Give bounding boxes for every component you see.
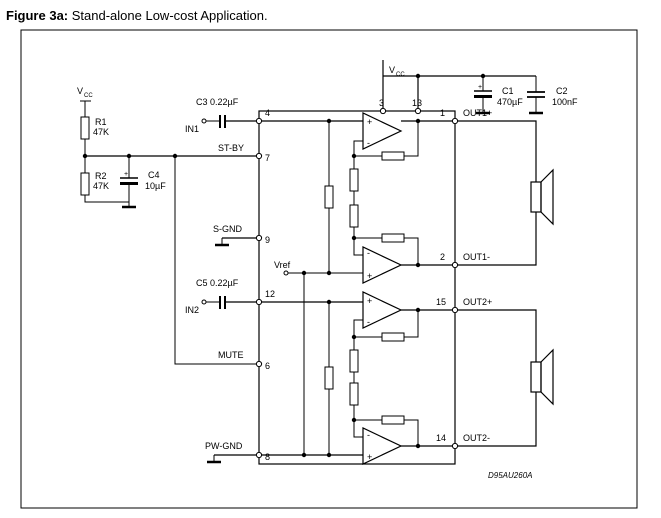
pin-1-number: 1: [440, 108, 445, 118]
out1-minus-wire: [458, 212, 537, 266]
pin-12: [255, 298, 263, 306]
in1-terminal: [201, 118, 207, 124]
speaker-2-icon: [530, 348, 554, 406]
vcc-top-sub: CC: [396, 72, 405, 78]
r2-name: R2: [95, 171, 107, 181]
pin-13-number: 13: [412, 98, 422, 108]
drawing-reference: D95AU260A: [488, 471, 532, 480]
c3-label: C3 0.22µF: [196, 97, 239, 107]
junction-r1-r2: [82, 153, 88, 159]
c1-capacitor: +: [474, 76, 492, 115]
speaker-1-icon: [530, 168, 554, 226]
pin-14: [451, 442, 459, 450]
amp2-triangle: [362, 246, 403, 284]
r1-name: R1: [95, 117, 107, 127]
pin-15-number: 15: [436, 297, 446, 307]
amp1-triangle: [362, 112, 403, 150]
amp4-minus: -: [367, 430, 370, 440]
out2-minus-wire: [458, 392, 537, 447]
out2-plus-wire: [458, 309, 537, 362]
r1-resistor: [80, 116, 90, 140]
c1-name: C1: [502, 86, 514, 96]
figure-caption: Figure 3a: Stand-alone Low-cost Applicat…: [6, 8, 268, 23]
c2-capacitor: [527, 76, 545, 115]
vref-terminal: [283, 270, 289, 276]
in2-terminal: [201, 299, 207, 305]
pin-7-number: 7: [265, 153, 270, 163]
amp3-triangle: [362, 291, 403, 329]
vref-label: Vref: [274, 260, 291, 270]
pin-13: [414, 107, 422, 115]
pin-2: [451, 261, 459, 269]
pin-12-number: 12: [265, 289, 275, 299]
svg-text:+: +: [478, 84, 482, 91]
pin-9-number: 9: [265, 235, 270, 245]
pin-15: [451, 306, 459, 314]
c5-label: C5 0.22µF: [196, 278, 239, 288]
c4-value: 10µF: [145, 181, 166, 191]
left-pins: [255, 117, 263, 459]
out1-plus-wire: [458, 120, 537, 182]
pin-7: [255, 152, 263, 160]
pin-3-number: 3: [379, 98, 384, 108]
amp1-minus: -: [367, 138, 370, 148]
pin-6-number: 6: [265, 361, 270, 371]
mute-wire: [174, 156, 259, 365]
c4-capacitor: +: [120, 156, 138, 209]
figure-label: Figure 3a:: [6, 8, 69, 23]
out2-plus-label: OUT2+: [463, 297, 492, 307]
pin-8: [255, 451, 263, 459]
amp3-plus: +: [367, 296, 372, 306]
figure-title: Stand-alone Low-cost Application.: [71, 8, 268, 23]
out1-plus-label: OUT1+: [463, 108, 492, 118]
ic-body: [258, 110, 456, 465]
r1-value: 47K: [93, 127, 109, 137]
c4-name: C4: [148, 170, 160, 180]
s-gnd-label: S-GND: [213, 224, 243, 234]
c2-name: C2: [556, 86, 568, 96]
vcc-left-supply: V CC: [77, 86, 93, 117]
amp4-plus: +: [367, 452, 372, 462]
pin-14-number: 14: [436, 433, 446, 443]
r2-resistor: [80, 172, 90, 196]
pin-4: [255, 117, 263, 125]
mute-label: MUTE: [218, 350, 244, 360]
pin-9: [255, 234, 263, 242]
pin-8-number: 8: [265, 452, 270, 462]
amp2-plus: +: [367, 271, 372, 281]
pin-1: [451, 117, 459, 125]
out2-minus-label: OUT2-: [463, 433, 490, 443]
figure-frame: [20, 29, 638, 509]
out1-minus-label: OUT1-: [463, 252, 490, 262]
r2-value: 47K: [93, 181, 109, 191]
amp2-minus: -: [367, 248, 370, 258]
c1-value: 470µF: [497, 97, 523, 107]
pw-gnd-label: PW-GND: [205, 441, 243, 451]
vcc-top-label: V: [389, 65, 395, 75]
amp3-minus: -: [367, 317, 370, 327]
vcc-left-sub: CC: [84, 93, 93, 99]
pin-4-number: 4: [265, 108, 270, 118]
pin-3: [379, 107, 387, 115]
st-by-label: ST-BY: [218, 143, 244, 153]
in2-label: IN2: [185, 305, 199, 315]
amp1-plus: +: [367, 117, 372, 127]
amp4-triangle: [362, 427, 403, 465]
c2-value: 100nF: [552, 97, 578, 107]
pin-2-number: 2: [440, 252, 445, 262]
in1-label: IN1: [185, 124, 199, 134]
vcc-left-label: V: [77, 86, 83, 96]
svg-text:+: +: [124, 171, 128, 178]
pin-6: [255, 360, 263, 368]
